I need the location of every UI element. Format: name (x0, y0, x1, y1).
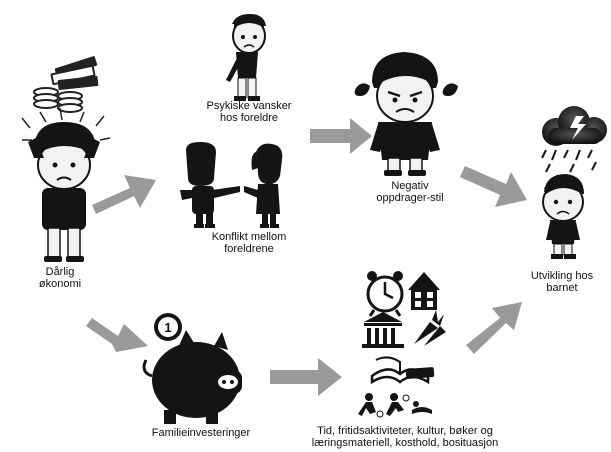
label-child-line2: barnet (546, 282, 578, 294)
label-bad-economy-line1: Dårlig (45, 266, 75, 278)
label-invest: Familieinvesteringer (136, 427, 266, 439)
label-conflict-line2: foreldrene (224, 243, 274, 255)
label-resources: Tid, fritidsaktiviteter, kultur, bøker o… (290, 425, 520, 449)
arrows (86, 118, 527, 396)
book-icon (370, 356, 435, 385)
sad-person-icon (226, 14, 266, 101)
arrow-economy-to-conflict (92, 175, 156, 214)
label-negative-line2: oppdrager-stil (376, 192, 444, 204)
label-invest-line1: Familieinvesteringer (151, 427, 251, 439)
piggy-bank-icon (142, 330, 242, 424)
sad-child-icon (542, 174, 584, 259)
label-negative-line1: Negativ (391, 180, 429, 192)
label-psych-line2: hos foreldre (219, 112, 279, 124)
label-child-line1: Utvikling hos (530, 270, 594, 282)
label-resources-line1: Tid, fritidsaktiviteter, kultur, bøker o… (317, 425, 493, 437)
label-bad-economy: Dårlig økonomi (26, 266, 94, 290)
label-child: Utvikling hos barnet (516, 270, 608, 294)
arrow-negative-to-child (460, 166, 527, 207)
arrow-invest-to-resources (270, 358, 342, 396)
coin-icon: 1 (154, 313, 182, 341)
arrow-psych-to-negative (310, 118, 372, 154)
alarm-clock-icon (366, 271, 404, 317)
storm-cloud-icon (541, 106, 607, 173)
label-resources-line2: læringsmateriell, kosthold, bosituasjon (311, 437, 499, 449)
label-conflict: Konflikt mellom foreldrene (184, 231, 314, 255)
label-bad-economy-line2: økonomi (38, 278, 82, 290)
angry-man-icon (354, 52, 458, 176)
arrow-economy-to-invest (86, 318, 148, 352)
museum-icon (362, 312, 404, 348)
stressed-man-icon (21, 107, 111, 262)
label-psych-line1: Psykiske vansker (206, 100, 292, 112)
arguing-couple-icon (180, 142, 283, 228)
money-stack-icon (33, 56, 99, 113)
svg-text:1: 1 (164, 320, 171, 335)
label-conflict-line1: Konflikt mellom (211, 231, 287, 243)
house-icon (408, 272, 440, 310)
arrow-resources-to-child (466, 302, 522, 354)
label-negative: Negativ oppdrager-stil (350, 180, 470, 204)
label-psych: Psykiske vansker hos foreldre (184, 100, 314, 124)
carrot-icon (414, 310, 446, 346)
sports-icon (358, 393, 432, 418)
